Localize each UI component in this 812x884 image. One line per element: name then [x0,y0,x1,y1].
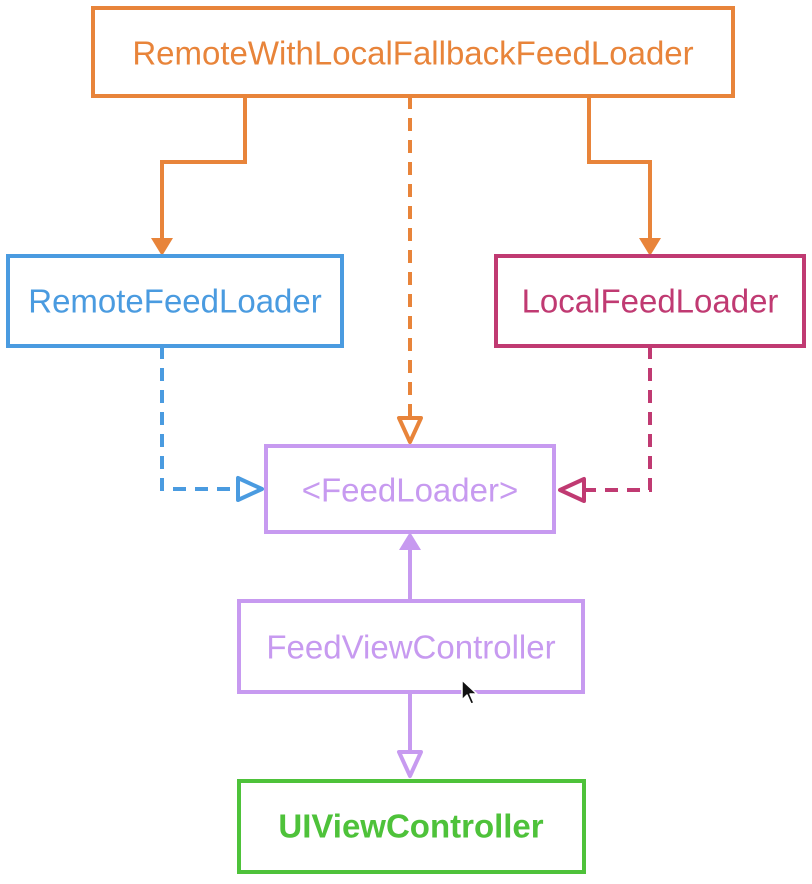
node-protocol-label: <FeedLoader> [302,472,519,509]
edge-composite-to-remote [151,96,247,256]
node-local-loader: LocalFeedLoader [494,254,806,348]
node-composite-label: RemoteWithLocalFallbackFeedLoader [132,35,693,72]
node-uikit-label: UIViewController [278,808,543,845]
edge-composite-to-protocol [397,96,423,444]
node-composite-loader: RemoteWithLocalFallbackFeedLoader [91,6,735,98]
edge-view-to-protocol [399,532,421,601]
edge-local-to-protocol [558,346,652,503]
edge-composite-to-local [587,96,661,256]
node-uiviewcontroller: UIViewController [237,779,586,874]
edge-remote-to-protocol [160,346,264,502]
node-remote-loader: RemoteFeedLoader [6,254,344,348]
node-view-label: FeedViewController [266,629,555,666]
node-local-label: LocalFeedLoader [522,283,779,320]
node-feed-view-controller: FeedViewController [237,599,585,694]
edge-view-to-uikit [397,692,423,778]
node-remote-label: RemoteFeedLoader [28,283,322,320]
node-feedloader-protocol: <FeedLoader> [264,444,556,534]
mouse-pointer-icon [461,679,478,705]
